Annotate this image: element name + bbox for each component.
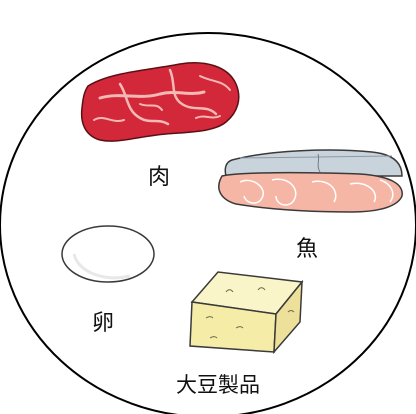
tofu-block-icon [190,272,302,352]
label-soy-products: 大豆製品 [176,373,260,397]
salmon-fillet-icon [219,150,402,212]
egg-icon [62,226,154,282]
label-egg: 卵 [92,311,114,336]
label-fish: 魚 [296,237,318,262]
label-meat: 肉 [148,165,170,190]
